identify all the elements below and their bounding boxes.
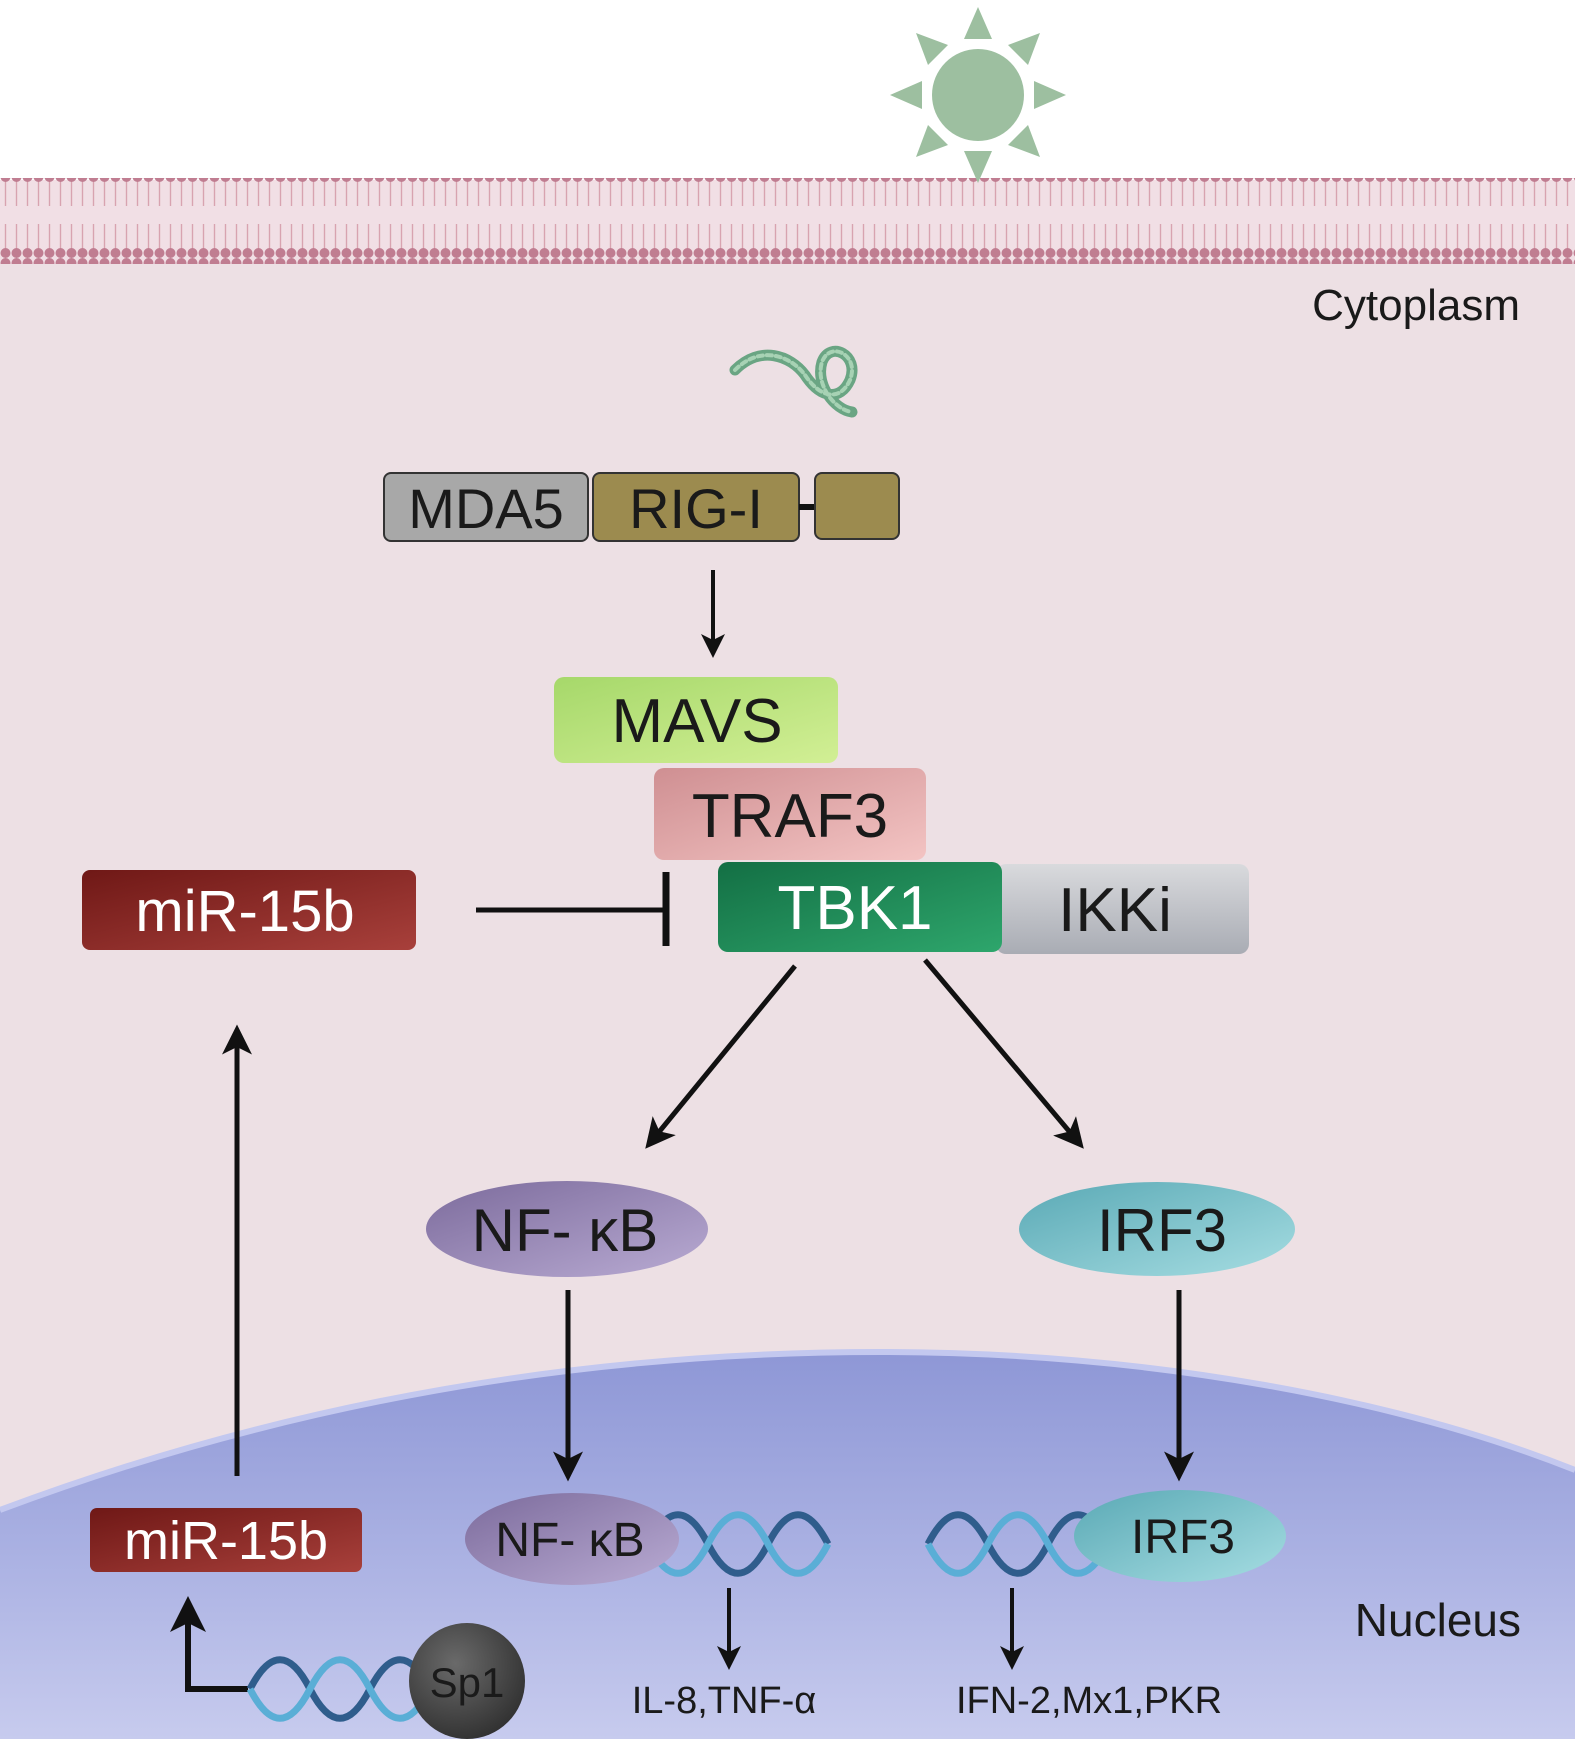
mir15b-cytoplasm-box [82, 870, 416, 950]
mir15b-nucleus-label: miR-15b [124, 1511, 328, 1571]
irf3-nucleus-ellipse [1074, 1490, 1286, 1582]
ikki-label: IKKi [1058, 876, 1172, 945]
irf3-targets-label: IFN-2,Mx1,PKR [956, 1680, 1222, 1722]
nuclear-envelope [0, 1348, 1575, 1513]
irf3-cytoplasm-label: IRF3 [1097, 1197, 1227, 1264]
rig-i-card-domain [814, 472, 900, 540]
inhibition-bar-icon [476, 872, 670, 946]
arrow-tbk1-to-irf3 [923, 958, 1084, 1149]
virus-particle-icon [890, 7, 1066, 183]
traf3-label: TRAF3 [692, 782, 888, 851]
mir15b-cytoplasm-label: miR-15b [135, 879, 354, 944]
nfkb-cytoplasm-ellipse [426, 1181, 708, 1277]
dna-helix-icon [644, 1511, 832, 1577]
traf3-box [654, 768, 926, 860]
mavs-label: MAVS [611, 687, 782, 756]
sp1-label: Sp1 [430, 1659, 505, 1706]
viral-rna-icon [729, 345, 858, 418]
irf3-nucleus-label: IRF3 [1131, 1511, 1235, 1564]
nucleus-label: Nucleus [1355, 1594, 1521, 1646]
dna-helix-icon [924, 1511, 1112, 1577]
ikki-box [996, 864, 1249, 954]
nfkb-targets-label: IL-8,TNF-α [632, 1680, 817, 1722]
arrow-tbk1-to-nfkb [645, 964, 797, 1149]
cytoplasm-label: Cytoplasm [1312, 281, 1520, 330]
irf3-cytoplasm-ellipse [1019, 1182, 1295, 1276]
mir15b-nucleus-box [90, 1508, 362, 1572]
mda5-box [383, 472, 589, 542]
dna-helix-icon [246, 1656, 434, 1722]
mda5-label: MDA5 [408, 477, 564, 540]
mavs-box [554, 677, 838, 763]
rig-i-label: RIG-I [629, 477, 763, 540]
nfkb-nucleus-label: NF- κB [495, 1514, 644, 1567]
nfkb-cytoplasm-label: NF- κB [472, 1197, 659, 1264]
tbk1-label: TBK1 [777, 874, 932, 943]
transcription-arrow-icon [170, 1596, 248, 1692]
nfkb-nucleus-ellipse [465, 1493, 679, 1585]
cell-membrane [0, 178, 1575, 264]
tbk1-box [718, 862, 1002, 952]
sp1-circle [409, 1623, 525, 1739]
